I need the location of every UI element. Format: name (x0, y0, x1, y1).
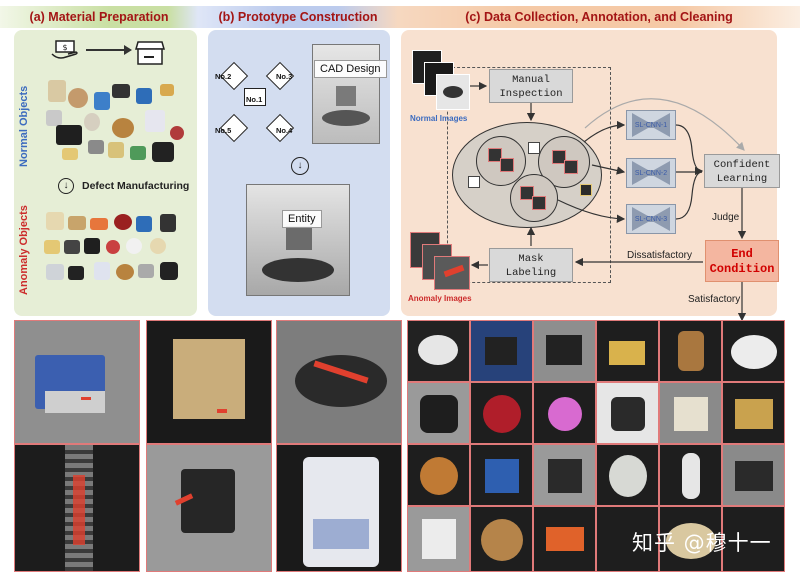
sample-image (276, 320, 402, 444)
sample-thumb (659, 320, 722, 382)
defect-manufacturing-label: Defect Manufacturing (82, 180, 190, 192)
dissatisfactory-label: Dissatisfactory (627, 250, 693, 261)
arrow-head (124, 45, 132, 55)
sample-image (276, 444, 402, 572)
watermark-text: 知乎 @穆十一 (632, 531, 772, 555)
satisfactory-label: Satisfactory (688, 294, 741, 305)
section-b-title: (b) Prototype Construction (198, 6, 398, 28)
camera-label: No.5 (215, 126, 232, 135)
cluster-circle (510, 174, 558, 222)
cnn-label: SL-CNN-3 (634, 216, 668, 223)
thumb (468, 176, 480, 188)
sample-thumb (533, 320, 596, 382)
sample-thumb (533, 506, 596, 572)
sample-thumb (533, 444, 596, 506)
entity-label: Entity (282, 210, 322, 228)
sample-thumb (407, 444, 470, 506)
sample-thumb (722, 320, 785, 382)
section-a-title: (a) Material Preparation (0, 6, 198, 28)
defect-manufacturing-step: ↓ Defect Manufacturing (58, 178, 189, 194)
sample-thumb (596, 506, 659, 572)
anomaly-images-label: Anomaly Images (408, 294, 472, 303)
thumb (520, 186, 534, 200)
sample-thumb (407, 506, 470, 572)
sample-image (14, 444, 140, 572)
camera-label: No.1 (246, 95, 263, 104)
manual-inspection-box: Manual Inspection (489, 69, 573, 103)
sample-image (14, 320, 140, 444)
sample-thumb (596, 444, 659, 506)
svg-text:$: $ (62, 43, 67, 52)
sample-thumb (596, 320, 659, 382)
thumb (552, 150, 566, 164)
sample-thumb (470, 444, 533, 506)
thumb (528, 142, 540, 154)
thumb (580, 184, 592, 196)
sample-thumb (407, 320, 470, 382)
sample-thumb (470, 506, 533, 572)
money-hand-icon: $ (50, 40, 80, 62)
anomaly-objects-label: Anomaly Objects (18, 205, 30, 295)
thumb (488, 148, 502, 162)
sample-thumb (659, 444, 722, 506)
section-c-title: (c) Data Collection, Annotation, and Cle… (398, 6, 800, 28)
dashed-region (447, 67, 611, 283)
sample-thumb (722, 444, 785, 506)
cnn-label: SL-CNN-1 (634, 122, 668, 129)
sample-thumb (659, 506, 722, 572)
arrow-right-icon (86, 49, 126, 51)
thumb (500, 158, 514, 172)
camera-label: No.4 (276, 126, 293, 135)
sample-thumb (470, 382, 533, 444)
camera-label: No.2 (215, 72, 232, 81)
end-condition-box: End Condition (705, 240, 779, 282)
sample-thumb (533, 382, 596, 444)
sample-thumb (722, 506, 785, 572)
confident-learning-box: Confident Learning (704, 154, 780, 188)
cad-design-label: CAD Design (314, 60, 387, 78)
sample-image (146, 444, 272, 572)
mask-labeling-box: Mask Labeling (489, 248, 573, 282)
sample-thumb (407, 382, 470, 444)
down-arrow-icon: ↓ (58, 178, 74, 194)
sample-thumb (659, 382, 722, 444)
store-icon (135, 40, 165, 66)
camera-label: No.3 (276, 72, 293, 81)
sample-thumb (722, 382, 785, 444)
judge-label: Judge (712, 212, 740, 223)
normal-images-label: Normal Images (410, 114, 468, 123)
sample-thumb (470, 320, 533, 382)
normal-objects-label: Normal Objects (18, 85, 30, 167)
cnn-label: SL-CNN-2 (634, 170, 668, 177)
thumb (564, 160, 578, 174)
sample-thumb (596, 382, 659, 444)
thumb (532, 196, 546, 210)
sample-image (146, 320, 272, 444)
down-arrow-icon: ↓ (291, 157, 309, 175)
